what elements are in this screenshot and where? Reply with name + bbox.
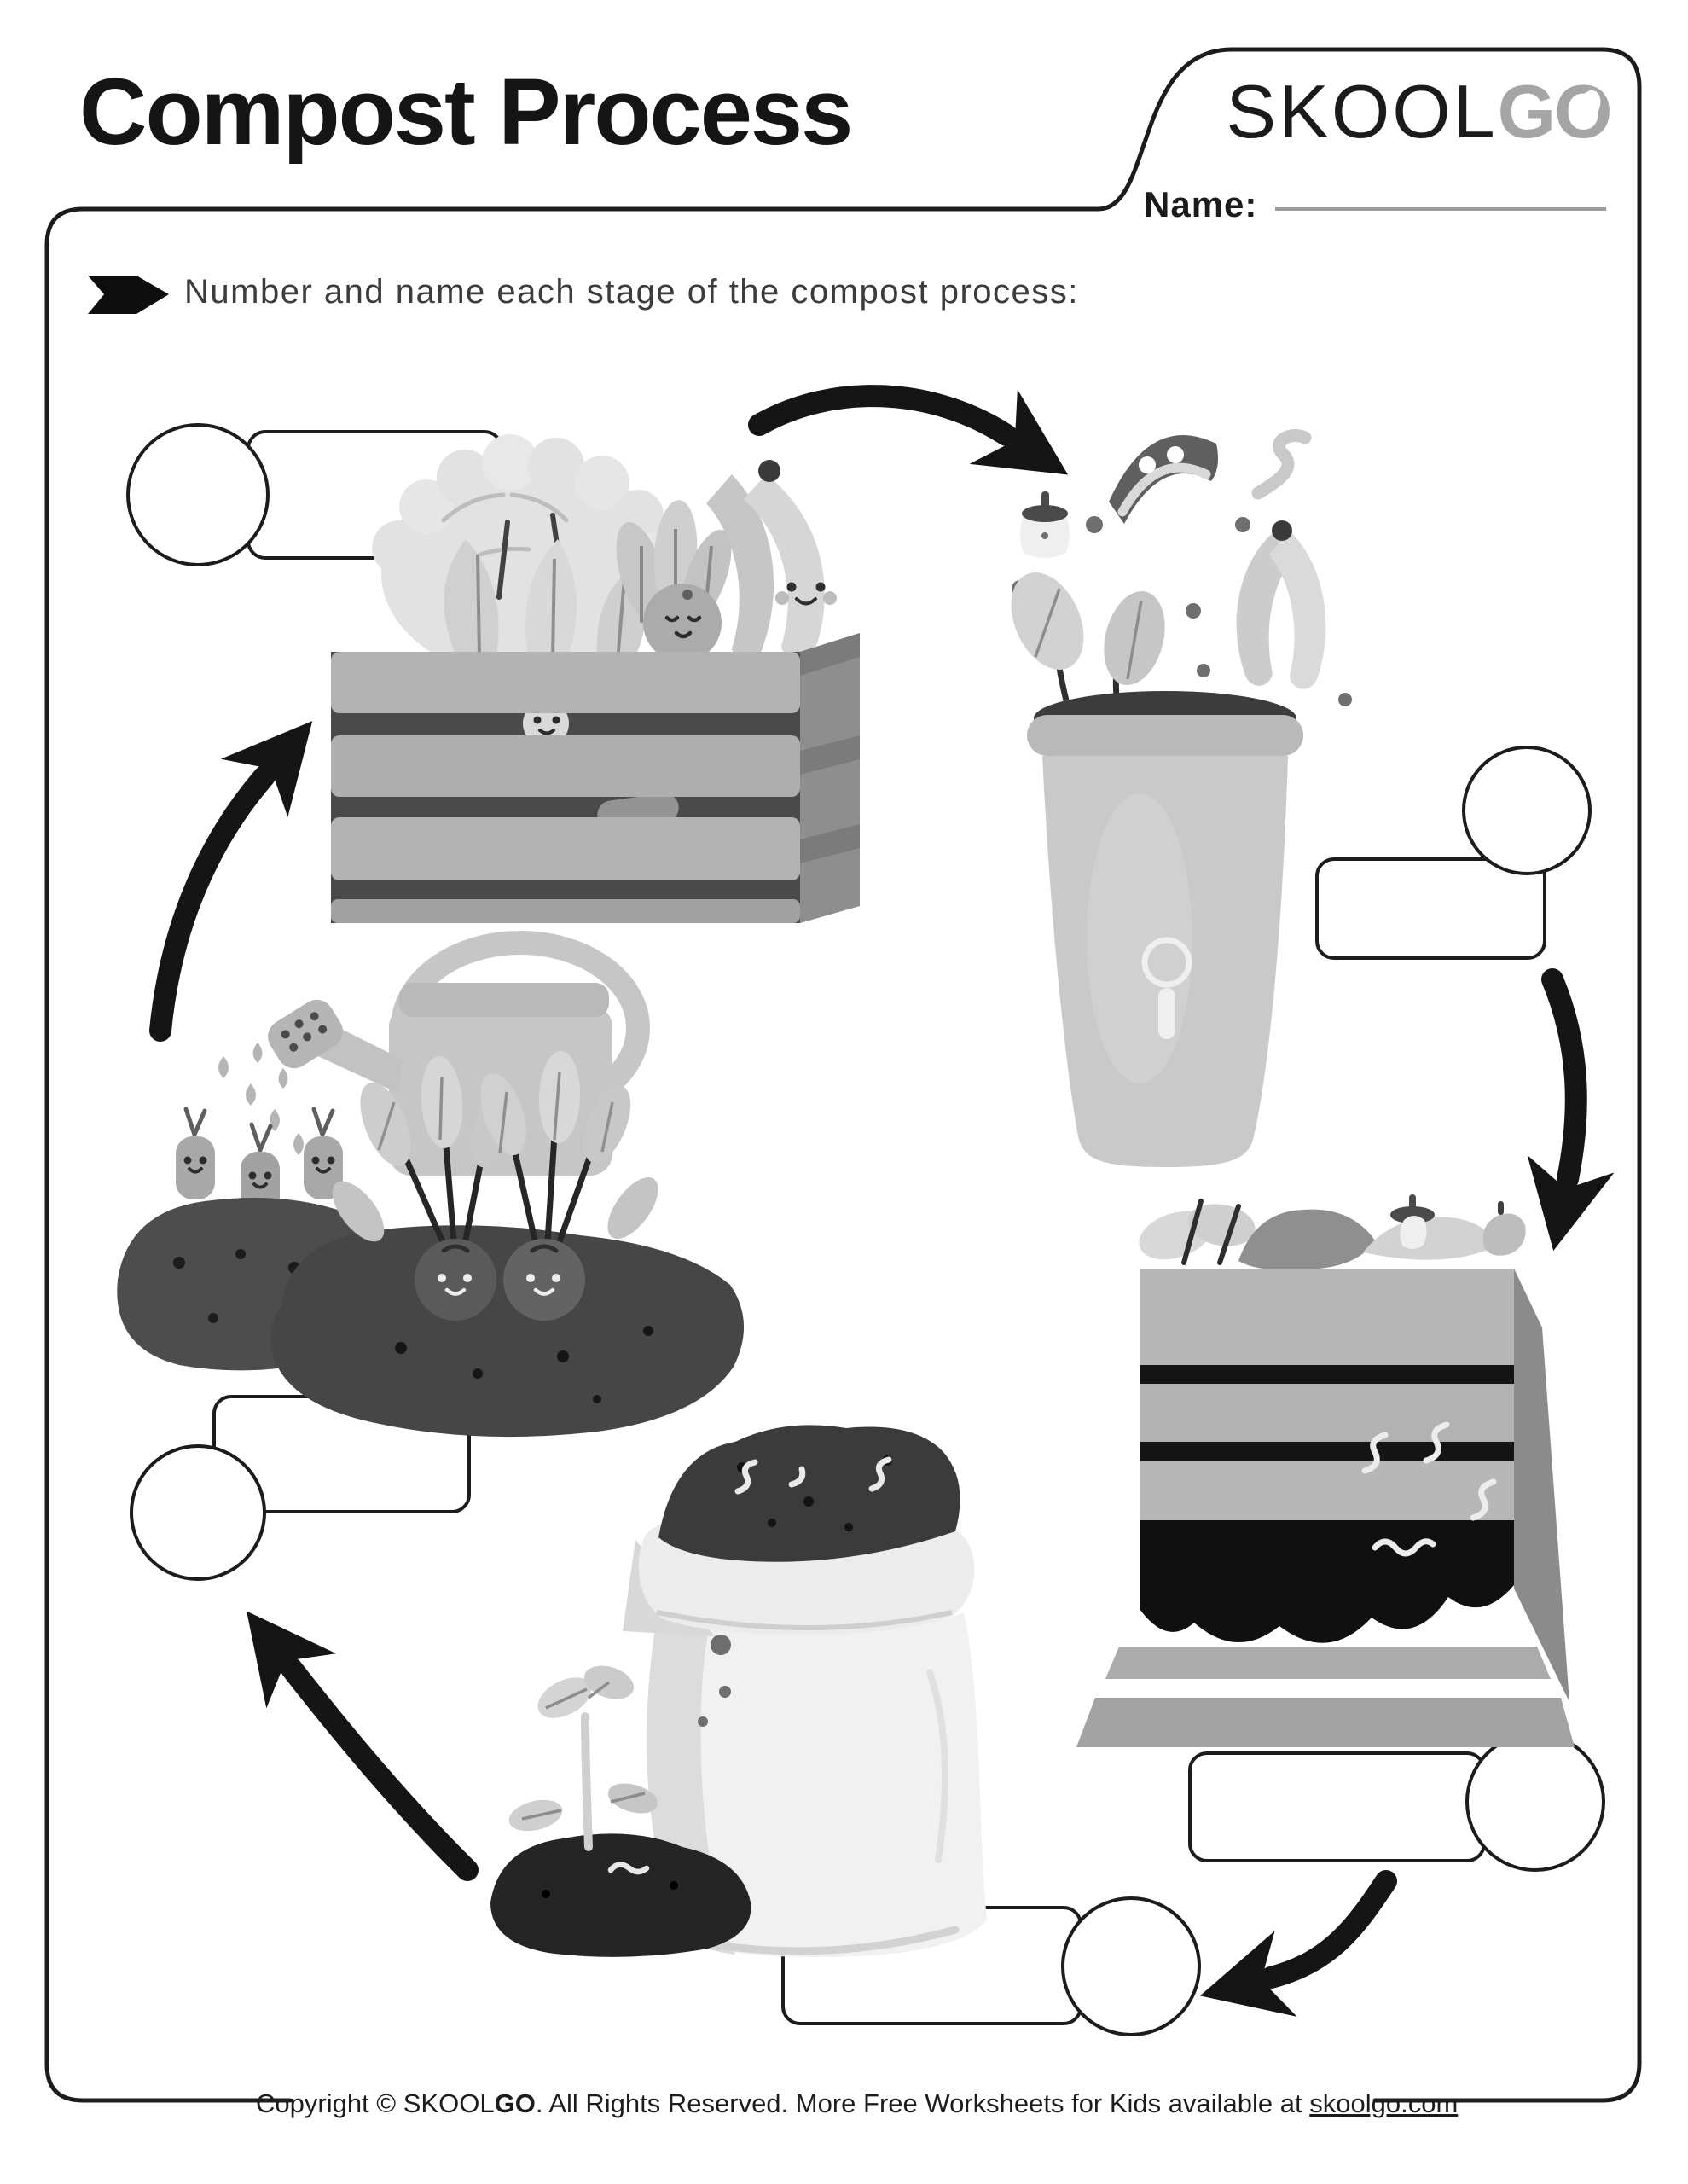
- layer-top-scraps: [1139, 1194, 1526, 1270]
- stage3-name-box[interactable]: [1188, 1751, 1486, 1862]
- garden-watering-illustration: [117, 931, 745, 1438]
- bag-cuff: [623, 1504, 975, 1636]
- footer-copyright: Copyright © SKOOLGO. All Rights Reserved…: [256, 2088, 1458, 2119]
- stage5-name-box[interactable]: [781, 1906, 1082, 2025]
- footer-brand-go: GO: [494, 2088, 536, 2118]
- arrow-garden-to-crate-icon: [149, 721, 313, 1042]
- logo-go-text: GO: [1497, 69, 1613, 154]
- stage5-number-circle[interactable]: [1061, 1896, 1201, 2036]
- wooden-crate: [331, 633, 860, 923]
- compost-heap-top: [658, 1425, 960, 1562]
- chevron-banner-icon: [88, 276, 169, 314]
- footer-mid-text: . All Rights Reserved. More Free Workshe…: [535, 2088, 1310, 2118]
- bin-leaves: [1011, 572, 1165, 730]
- name-input-line[interactable]: [1275, 179, 1606, 211]
- stage1-number-circle[interactable]: [126, 423, 270, 566]
- stage3-number-circle[interactable]: [1465, 1732, 1605, 1872]
- logo-skool-text: SKOOL: [1226, 69, 1498, 154]
- stage1-name-box[interactable]: [247, 430, 503, 560]
- beet-greens: [332, 1051, 658, 1247]
- footer-skoolgo-link[interactable]: skoolgo.com: [1309, 2088, 1459, 2118]
- layer-base: [1076, 1647, 1575, 1747]
- footer-brand-skool: SKOOL: [403, 2088, 495, 2118]
- arrow-layers-to-bag-icon: [1199, 1870, 1397, 2017]
- arrow-crate-to-bin-icon: [748, 385, 1069, 475]
- bag-body: [647, 1571, 987, 1957]
- page-title: Compost Process: [79, 60, 853, 165]
- food-scraps: [1012, 429, 1352, 706]
- layer-box: [1140, 1269, 1569, 1702]
- brand-logo: SKOOLGO: [1218, 68, 1619, 155]
- arrow-bag-to-garden-icon: [247, 1611, 479, 1881]
- compost-layers-illustration: [1076, 1194, 1575, 1747]
- footer-pre-text: Copyright ©: [256, 2088, 403, 2118]
- banana-pair: [706, 460, 837, 662]
- beets: [415, 1239, 585, 1321]
- watering-can: [218, 931, 650, 1176]
- compost-bag-illustration: [490, 1425, 987, 1957]
- stage2-number-circle[interactable]: [1462, 746, 1592, 875]
- carrots-in-mound: [176, 1107, 343, 1215]
- compost-bin-illustration: [1011, 429, 1352, 1167]
- stage4-number-circle[interactable]: [130, 1444, 266, 1581]
- left-soil-mound: [117, 1198, 380, 1371]
- arrow-bin-to-layers-icon: [1527, 968, 1615, 1252]
- seedling-mound: [490, 1665, 751, 1957]
- round-fruit-face: [643, 584, 722, 662]
- leafy-greens: [616, 500, 732, 624]
- water-drops: [218, 1043, 304, 1155]
- instruction-text: Number and name each stage of the compos…: [184, 273, 1079, 311]
- bucket: [1027, 691, 1303, 1167]
- name-label: Name:: [1144, 184, 1258, 224]
